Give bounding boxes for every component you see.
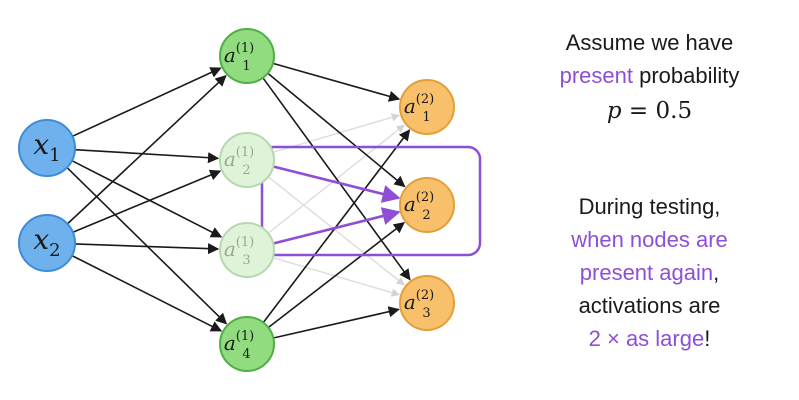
edge-highlight	[272, 207, 401, 245]
edge-dropped	[267, 176, 405, 286]
input-node-label: x2	[33, 223, 60, 261]
edge-input-hidden	[71, 160, 223, 238]
hidden-node-label: a(1)4	[224, 329, 254, 362]
testing-line-1: During testing,	[578, 194, 721, 219]
neural-network-diagram: x1 x2 a(1)1 a(1)2 a(1)3 a(1)4 a(2)1 a(2)2 a(2)3	[18, 28, 482, 372]
hidden-node-label: a(1)2	[224, 145, 254, 178]
p-value: = 0.5	[621, 98, 693, 124]
assume-line-2: present probability	[500, 63, 799, 89]
p-symbol: p	[606, 98, 622, 124]
output-node-label: a(2)1	[404, 92, 434, 125]
testing-line-2: when nodes are	[571, 227, 728, 252]
highlight-box	[260, 145, 482, 257]
probability-word: probability	[633, 63, 740, 88]
edge-highlight	[272, 165, 401, 203]
edge-hidden-output	[262, 77, 411, 281]
highlight-edges	[272, 165, 401, 245]
input-node-2: x2	[18, 214, 76, 272]
edge-input-hidden	[72, 67, 222, 138]
edge-input-hidden	[71, 254, 223, 332]
assume-line-1: Assume we have	[565, 30, 734, 55]
exclamation: !	[704, 326, 711, 351]
probability-equation: p = 0.5	[500, 98, 799, 124]
edge-input-hidden	[66, 75, 227, 225]
output-node-1: a(2)1	[399, 79, 455, 135]
edge-hidden-output	[267, 222, 405, 329]
nodes: x1 x2 a(1)1 a(1)2 a(1)3 a(1)4 a(2)1 a(2)2 a(2)3	[18, 28, 455, 372]
hidden-node-label: a(1)1	[224, 41, 254, 74]
input-node-label: x1	[33, 128, 60, 166]
hidden-node-3: a(1)3	[219, 222, 275, 278]
hidden-node-1: a(1)1	[219, 28, 275, 84]
comma: ,	[713, 260, 720, 285]
two-times-phrase: 2 × as large	[588, 326, 705, 351]
input-node-1: x1	[18, 119, 76, 177]
edge-hidden-output	[273, 306, 400, 339]
edge-input-hidden	[74, 148, 220, 164]
edge-input-hidden	[66, 167, 228, 325]
explanation-panel: Assume we have present probability p = 0…	[500, 0, 799, 400]
output-node-3: a(2)3	[399, 275, 455, 331]
testing-line-4: activations are	[578, 293, 721, 318]
output-node-label: a(2)3	[404, 288, 434, 321]
output-node-label: a(2)2	[404, 190, 434, 223]
active-edges	[66, 62, 411, 339]
output-node-2: a(2)2	[399, 177, 455, 233]
edge-hidden-output	[262, 129, 411, 323]
testing-line-3: present again,	[500, 260, 799, 286]
testing-line-5: 2 × as large!	[500, 326, 799, 352]
dropped-edges	[267, 113, 405, 297]
edge-input-hidden	[74, 243, 220, 255]
edge-input-hidden	[72, 169, 222, 234]
hidden-node-label: a(1)3	[224, 235, 254, 268]
hidden-node-2: a(1)2	[219, 132, 275, 188]
hidden-node-4: a(1)4	[219, 316, 275, 372]
edge-hidden-output	[272, 62, 401, 102]
present-again-phrase: present again	[579, 260, 714, 285]
present-word: present	[559, 63, 633, 88]
